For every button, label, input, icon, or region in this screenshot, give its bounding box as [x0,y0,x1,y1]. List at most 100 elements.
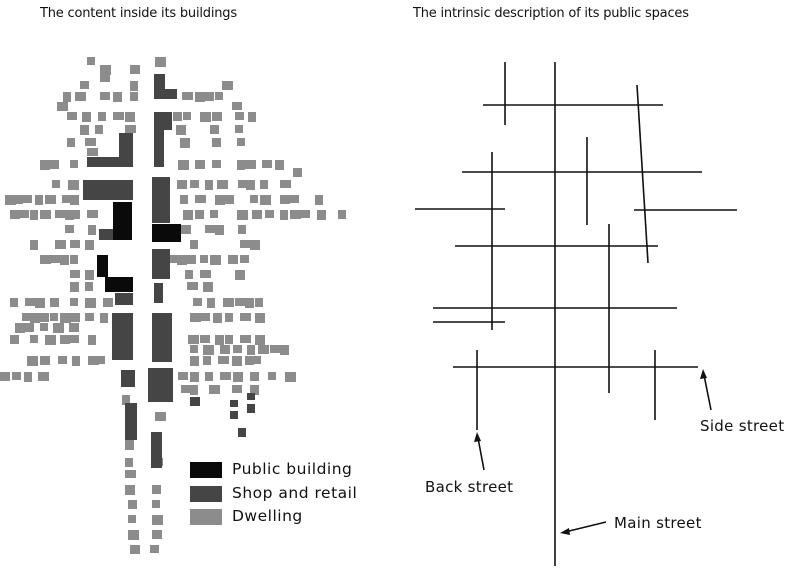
dwelling-building [113,92,122,102]
dwelling-building [40,160,50,170]
dwelling-building [183,210,193,220]
dwelling-building [285,372,296,382]
dwelling-building [215,195,225,205]
dwelling-building [252,210,262,219]
dwelling-building [338,210,346,219]
dwelling-building [35,298,45,308]
dwelling-building [245,298,254,308]
dwelling-building [85,240,94,250]
dwelling-building [35,195,43,205]
dwelling-building [195,160,205,169]
dwelling-building [177,255,187,265]
shop-retail-building [154,112,164,167]
dwelling-building [220,372,231,380]
back-street-arrow [477,437,485,471]
legend-swatch-public-building [190,462,222,478]
dwelling-building [63,92,71,102]
dwelling-building [180,195,188,204]
dwelling-building [38,372,49,381]
building-content-map [0,57,346,554]
dwelling-building [205,92,214,101]
dwelling-building [95,356,105,364]
back-street-line [636,84,649,264]
dwelling-building [53,323,64,333]
dwelling-building [260,195,271,205]
dwelling-building [85,138,96,146]
dwelling-building [103,298,113,307]
dwelling-building [65,225,74,233]
dwelling-building [40,255,51,264]
dwelling-building [50,255,60,263]
dwelling-building [45,335,56,345]
dwelling-building [70,195,79,205]
dwelling-building [60,335,70,344]
dwelling-building [235,298,245,306]
dwelling-building [55,210,65,218]
dwelling-building [209,385,220,394]
dwelling-building [100,73,110,82]
shop-retail-building [247,393,255,400]
left-panel-title: The content inside its buildings [40,6,237,21]
dwelling-building [95,125,103,134]
dwelling-building [200,313,210,321]
dwelling-building [182,92,193,100]
shop-retail-building [151,432,162,468]
dwelling-building [317,210,326,220]
dwelling-building [265,210,274,218]
dwelling-building [68,180,79,190]
dwelling-building [25,298,36,306]
dwelling-building [100,313,108,323]
right-panel-title: The intrinsic description of its public … [413,6,689,21]
dwelling-building [70,282,79,292]
dwelling-building [173,112,182,121]
dwelling-building [275,160,284,170]
dwelling-building [45,195,56,204]
dwelling-building [125,458,133,467]
shop-retail-building [148,368,173,402]
dwelling-building [40,323,48,331]
shop-retail-building [83,180,133,200]
dwelling-building [30,335,38,343]
dwelling-building [205,225,215,233]
dwelling-building [125,470,136,478]
dwelling-building [290,210,301,219]
dwelling-building [60,313,71,323]
dwelling-building [250,372,259,381]
legend-swatch-shop-retail [190,486,222,502]
dwelling-building [15,323,25,333]
dwelling-building [213,313,222,323]
dwelling-building [200,335,210,343]
shop-retail-building [115,293,133,305]
dwelling-building [125,440,134,450]
dwelling-building [180,138,190,148]
dwelling-building [240,255,249,263]
dwelling-building [13,195,23,204]
dwelling-building [205,372,213,381]
dwelling-building [255,313,265,323]
dwelling-building [10,298,18,307]
dwelling-building [30,210,38,220]
dwelling-building [240,335,251,343]
dwelling-building [193,298,202,306]
dwelling-building [205,180,213,190]
dwelling-building [70,160,78,168]
dwelling-building [260,180,268,189]
dwelling-building [122,395,130,405]
dwelling-building [218,356,229,364]
dwelling-building [233,372,243,382]
dwelling-building [180,225,191,234]
dwelling-building [80,125,89,135]
dwelling-building [225,335,233,344]
dwelling-building [215,225,224,235]
dwelling-building [190,356,199,366]
dwelling-building [88,356,99,365]
dwelling-building [150,545,159,553]
dwelling-building [190,240,198,249]
dwelling-building [235,270,245,280]
shop-retail-building [154,89,177,99]
dwelling-building [176,125,186,135]
dwelling-building [98,112,106,121]
shop-retail-building [152,249,170,279]
public-building [105,277,133,292]
shop-retail-building [154,74,165,99]
